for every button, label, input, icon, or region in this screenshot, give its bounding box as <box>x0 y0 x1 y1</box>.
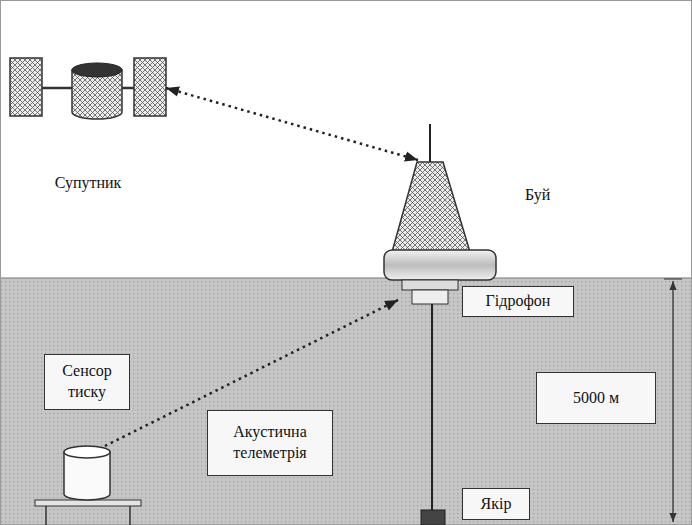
signal-link <box>166 88 418 160</box>
buoy-base <box>402 280 458 290</box>
label-box: Гідрофон <box>462 286 574 317</box>
sensor-cylinder <box>64 452 110 500</box>
box-label: Гідрофон <box>486 291 551 312</box>
buoy-antenna <box>429 124 431 162</box>
box-label: Якір <box>481 494 512 515</box>
box-label: Акустична телеметрія <box>218 422 322 464</box>
label-box: 5000 м <box>536 372 656 424</box>
box-label: 5000 м <box>573 388 619 409</box>
sensor-plate <box>35 500 141 506</box>
satellite-icon <box>10 58 166 119</box>
satellite-top <box>72 63 122 77</box>
satellite-node: Супутник <box>10 58 166 118</box>
solar-panel <box>10 58 42 116</box>
pressure-sensor-icon <box>35 446 141 525</box>
part-label: Супутник <box>55 173 122 194</box>
depth-dimension <box>664 279 682 522</box>
sensor-leg <box>45 506 47 525</box>
buoy-icon <box>384 124 496 525</box>
part-label: Буй <box>525 185 550 206</box>
solar-panel <box>134 58 166 116</box>
dimension-line <box>672 281 673 522</box>
sensor-node: Сенсор тиску <box>64 446 110 500</box>
buoy-collar <box>384 250 496 280</box>
dimension-tick <box>664 279 682 280</box>
label-box: Якір <box>462 488 530 520</box>
hydrophone-body <box>412 290 448 304</box>
label-box: Сенсор тиску <box>44 354 130 410</box>
sensor-top <box>64 446 110 458</box>
buoy-cone <box>392 162 470 252</box>
label-box: Акустична телеметрія <box>207 410 333 476</box>
sensor-leg <box>129 506 131 525</box>
mooring-cable <box>431 304 433 511</box>
buoy-node: Буй <box>398 160 496 307</box>
sea-surface <box>0 278 692 279</box>
sea-water <box>0 278 692 525</box>
anchor-block <box>421 510 445 525</box>
